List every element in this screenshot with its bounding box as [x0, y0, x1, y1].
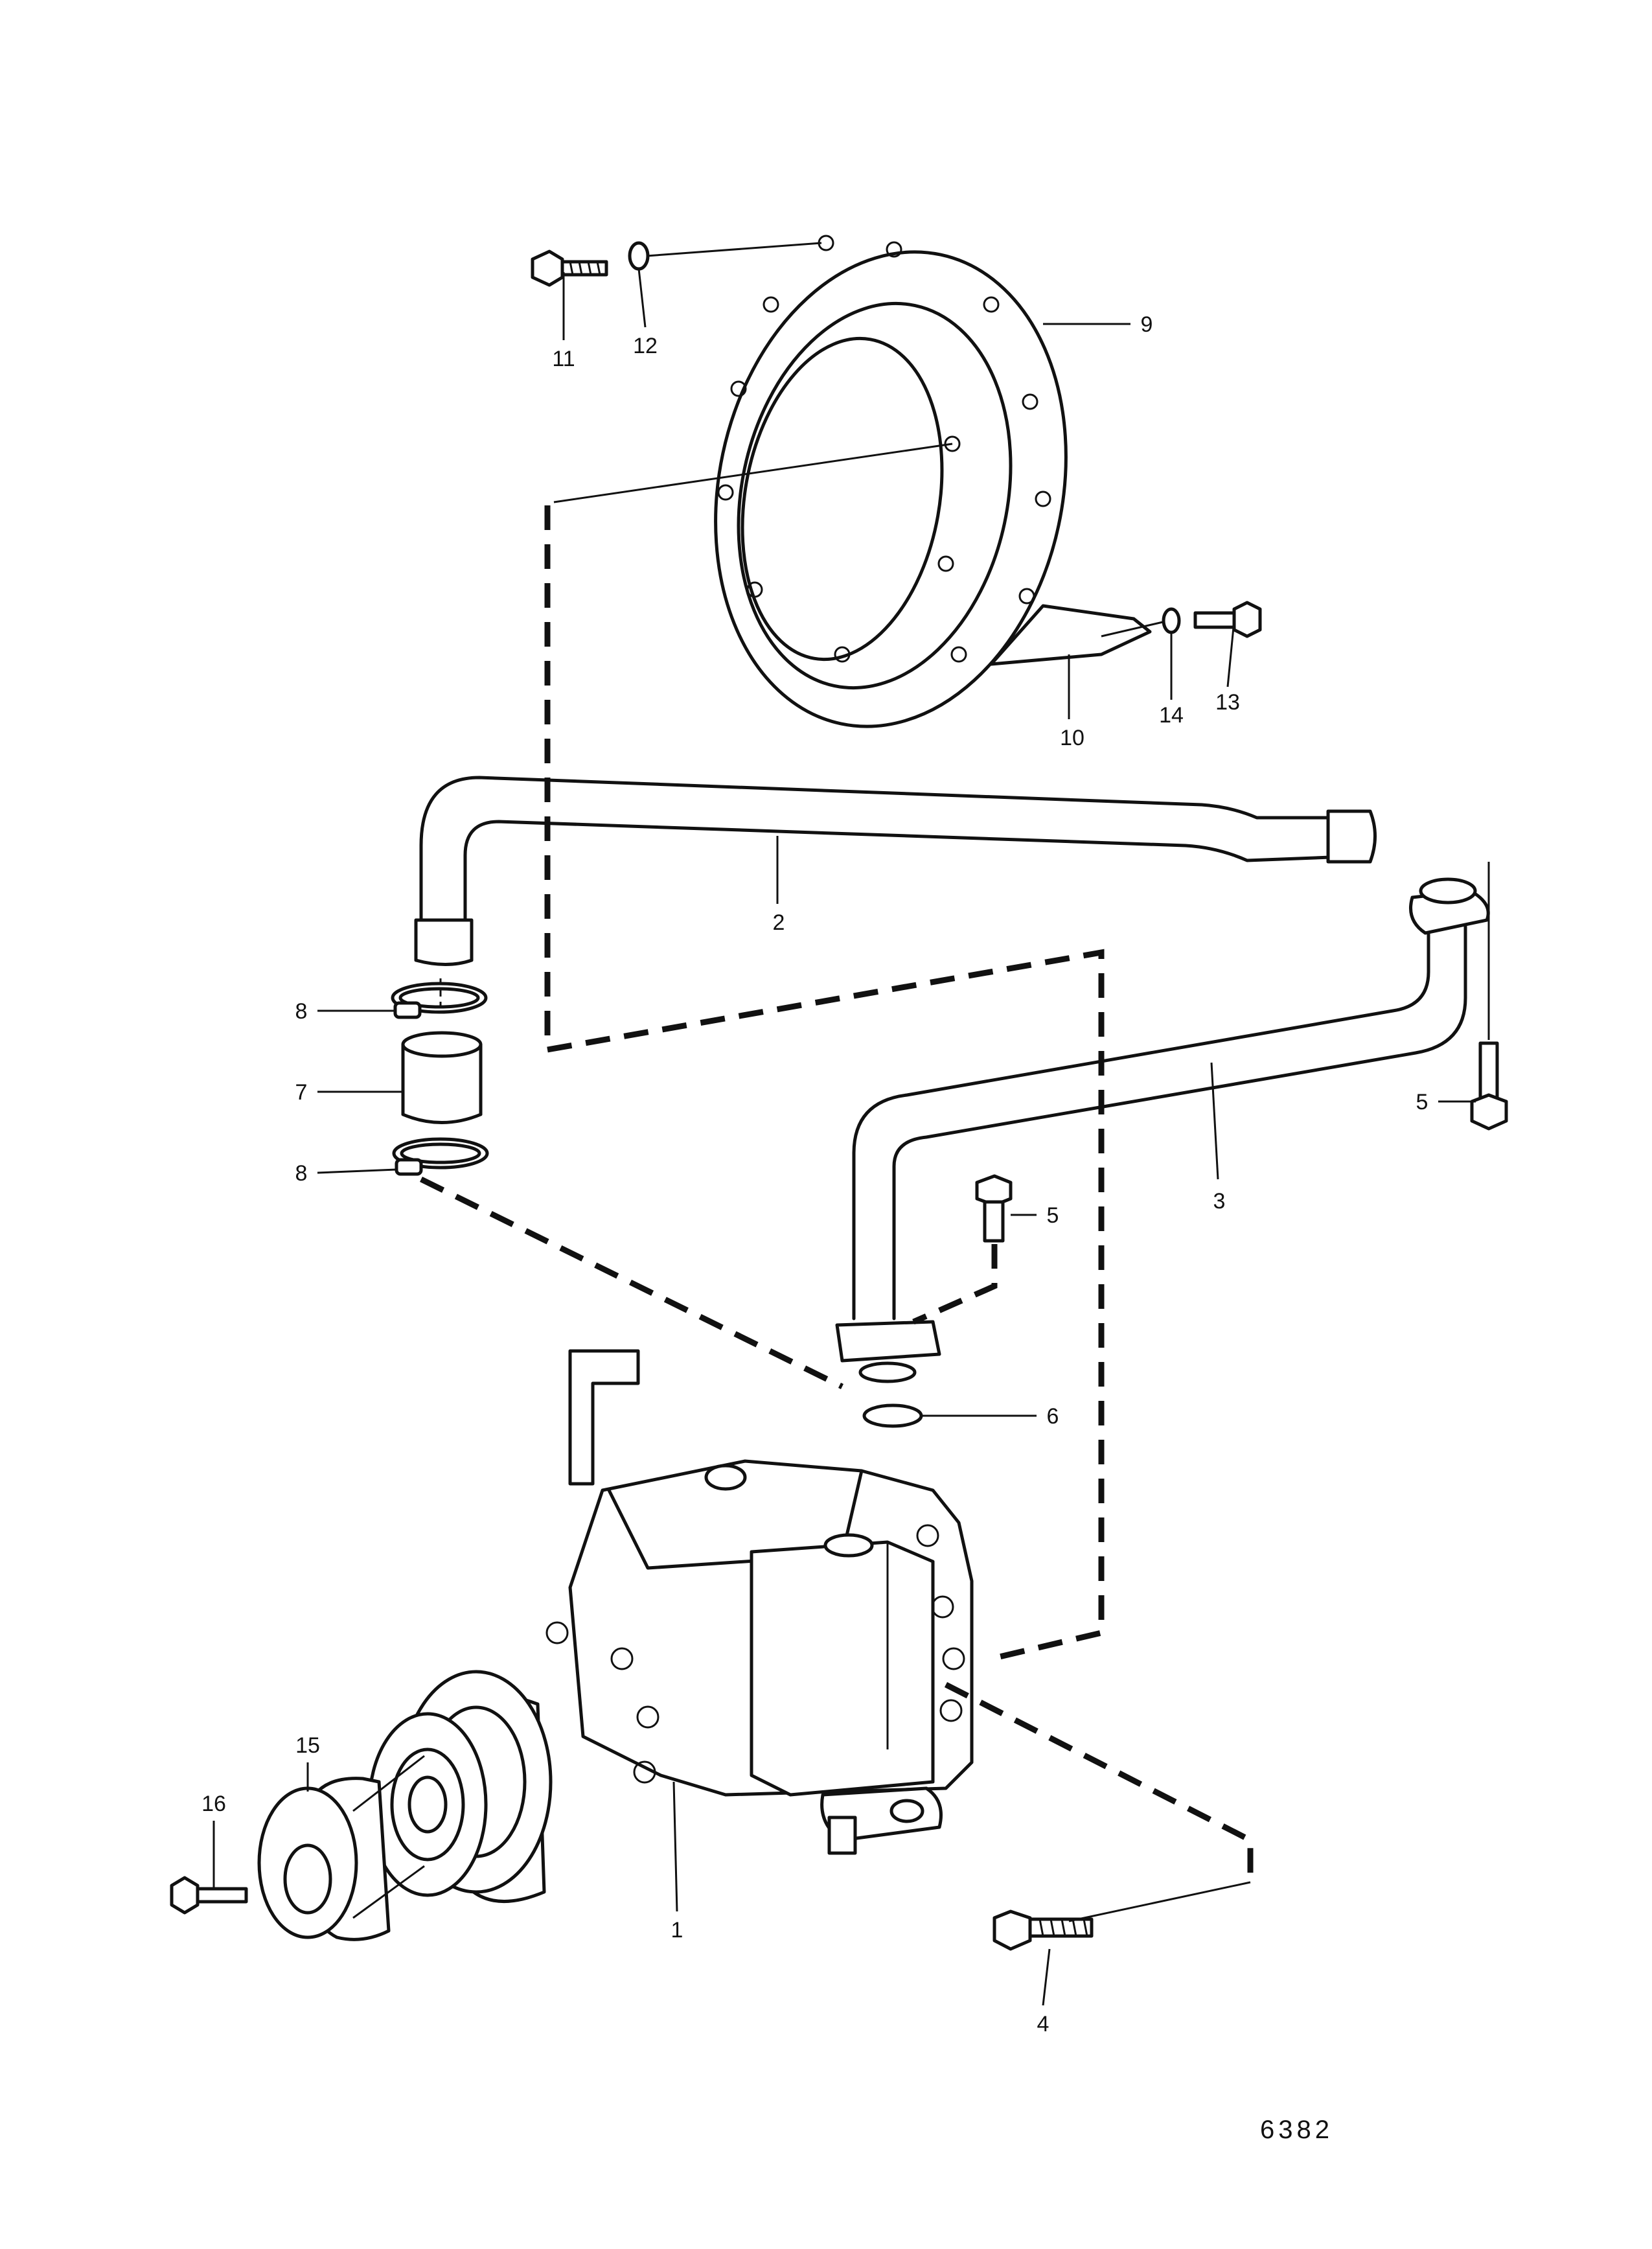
callout-5-center: 5 — [1047, 1203, 1059, 1228]
assembly-line-housing — [544, 505, 1105, 1662]
seal-ring-lower — [862, 1403, 923, 1428]
coupling — [257, 1777, 391, 1941]
callout-8-lower: 8 — [295, 1161, 308, 1186]
callout-7: 7 — [295, 1080, 308, 1105]
callout-8-upper: 8 — [295, 999, 308, 1024]
washer-top — [628, 241, 650, 271]
seal-ring-upper — [858, 1361, 917, 1383]
hose-clamp-lower — [392, 1137, 489, 1176]
drawing-number: 6382 — [1260, 2116, 1333, 2144]
housing-bolt-holes — [717, 235, 1051, 663]
callout-1: 1 — [671, 1918, 683, 1943]
flywheel-housing — [714, 235, 1068, 728]
callout-10: 10 — [1060, 726, 1084, 750]
bolt-4 — [992, 1909, 1094, 1951]
callout-4: 4 — [1037, 2012, 1050, 2036]
assembly-line-clamp — [420, 1176, 843, 1390]
pipe-3 — [835, 877, 1490, 1363]
gearbox — [545, 1349, 974, 1855]
assembly-line-bolt5 — [912, 1244, 998, 1325]
cover-plate — [989, 604, 1152, 666]
callout-2: 2 — [773, 910, 785, 935]
output-flange — [367, 1670, 553, 1903]
bolt-16 — [170, 1876, 248, 1915]
pipe-2 — [414, 776, 1377, 966]
callout-6: 6 — [1047, 1404, 1059, 1429]
bolt-top-left — [531, 249, 608, 287]
callout-3: 3 — [1213, 1189, 1226, 1214]
washer-right — [1162, 607, 1181, 634]
bolt-right — [1193, 601, 1262, 638]
hose-clamp-upper — [391, 982, 488, 1019]
hose-sleeve — [401, 1031, 483, 1124]
callout-11: 11 — [552, 347, 575, 371]
callout-leaders — [212, 268, 1476, 2006]
assembly-line-bolt4 — [944, 1681, 1254, 1879]
callout-9: 9 — [1141, 312, 1153, 337]
bolt-5-center — [975, 1174, 1013, 1243]
callout-14: 14 — [1159, 703, 1184, 728]
callout-15: 15 — [295, 1733, 320, 1758]
gearbox-bolt-heads — [545, 1524, 965, 1784]
callout-13: 13 — [1215, 690, 1240, 715]
callout-12: 12 — [633, 334, 658, 358]
callout-5-right: 5 — [1416, 1090, 1428, 1114]
callout-16: 16 — [201, 1792, 226, 1816]
bolt-5-right — [1470, 1041, 1508, 1131]
